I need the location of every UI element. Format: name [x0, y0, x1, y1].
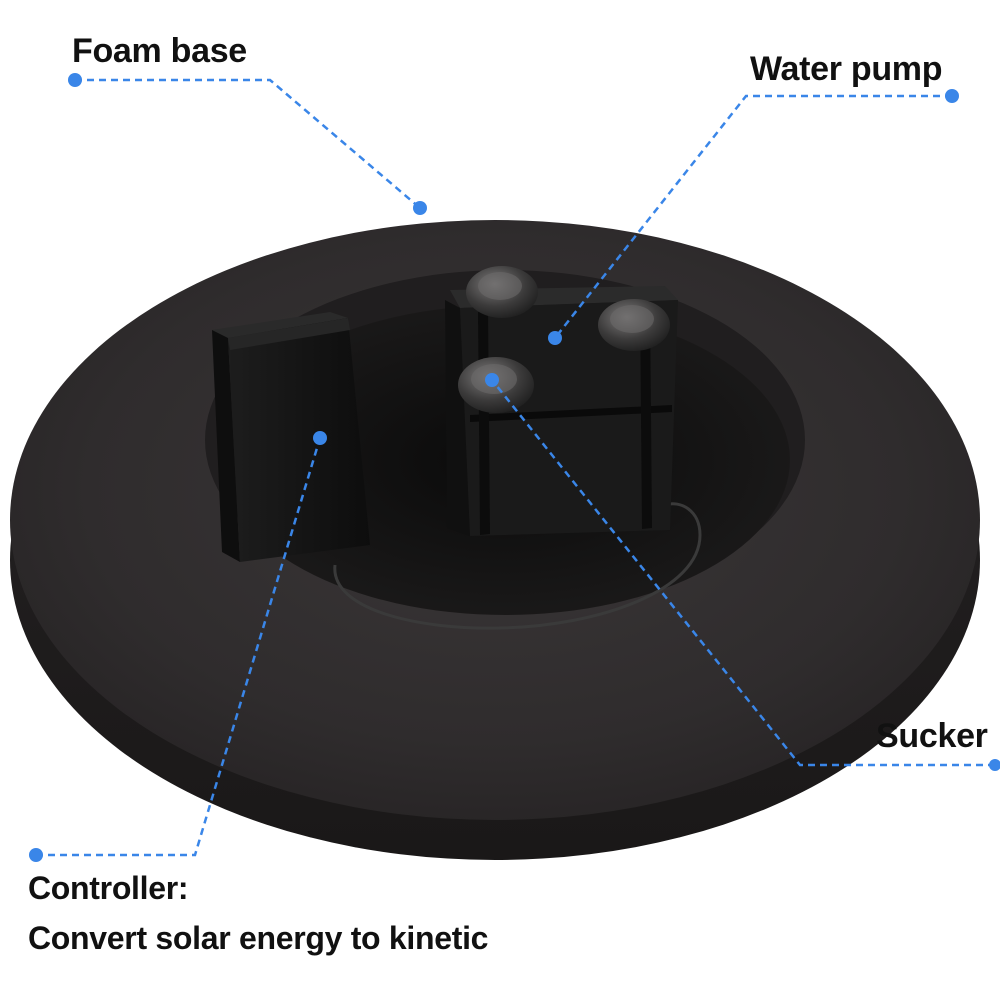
callout-dot [29, 848, 43, 862]
callout-dot [313, 431, 327, 445]
foam-base-label: Foam base [72, 32, 247, 70]
callout-dot [485, 373, 499, 387]
callout-dot [945, 89, 959, 103]
controller-box [212, 312, 370, 562]
callout-dot [413, 201, 427, 215]
callout-dot [68, 73, 82, 87]
callout-line-foam-base [75, 78, 421, 209]
sucker-label: Sucker [876, 717, 988, 755]
callout-dot [989, 759, 1000, 771]
sucker-top [466, 266, 538, 318]
callout-line-sucker [491, 379, 995, 767]
sucker-right [598, 299, 670, 351]
controller-label: Controller: [28, 870, 189, 906]
callout-line-water-pump [554, 94, 952, 339]
water-pump-label: Water pump [750, 50, 943, 88]
cable [333, 502, 702, 630]
controller-description: Convert solar energy to kinetic [28, 920, 489, 956]
callout-dot [548, 331, 562, 345]
callout-line-controller [36, 437, 322, 857]
